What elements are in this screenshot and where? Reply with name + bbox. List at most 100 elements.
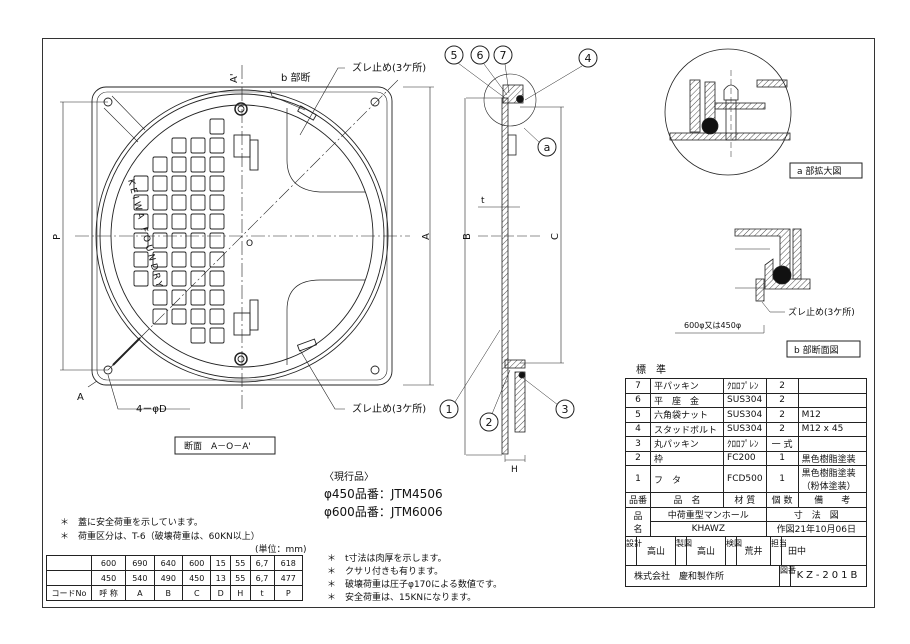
- charge-label: 担当: [771, 536, 787, 565]
- note-right: ＊ t寸法は肉厚を示します。: [327, 554, 447, 564]
- grate-cell: [133, 270, 149, 287]
- detail-a-title: a 部拡大図: [797, 165, 841, 177]
- balloon-circle: [479, 412, 499, 432]
- parts-cell: 黒色樹脂塗装: [797, 450, 868, 466]
- dims-header-cell: C: [182, 585, 212, 601]
- detail-b-view: [675, 228, 811, 334]
- parts-cell: FC200: [723, 450, 767, 466]
- section-title: 断面 A－O－A': [184, 440, 251, 452]
- dims-header-cell: B: [153, 585, 184, 601]
- grate-cell: [209, 118, 225, 135]
- grate-cell: [152, 194, 168, 211]
- grate-cell: [152, 175, 168, 192]
- parts-header-cell: 品番: [624, 492, 652, 508]
- person-in-charge: 田中: [788, 547, 807, 557]
- grate-cell: [209, 137, 225, 154]
- grate-cell: [171, 194, 187, 211]
- dims-header-cell: P: [273, 585, 303, 601]
- parts-cell: SUS304: [723, 392, 767, 408]
- company-name: 株式会社 慶和製作所: [626, 565, 780, 586]
- parts-cell: 丸パッキン: [650, 436, 725, 452]
- parts-cell: 1: [765, 465, 799, 493]
- dims-header-cell: A: [125, 585, 155, 601]
- note-left: ＊ 荷重区分は、T-6（破壊荷重は、60KN以上）: [60, 532, 260, 542]
- detail-a-view: [664, 48, 792, 176]
- current-product-450: φ450品番：JTM4506: [324, 487, 443, 501]
- slip-stop-detail-label: ズレ止め(3ケ所): [788, 306, 855, 318]
- detail-a-title-box: [789, 162, 863, 179]
- grate-cell: [133, 194, 149, 211]
- dims-cell: 15: [210, 555, 231, 571]
- grate-cell: [190, 289, 206, 306]
- grate-cell: [209, 213, 225, 230]
- balloon-circle: [444, 45, 464, 65]
- parts-heading: 標 準: [636, 365, 666, 376]
- drawing-date: 作図21年10月06日: [765, 521, 868, 537]
- parts-cell: 黒色樹脂塗装 （粉体塗装）: [797, 465, 868, 493]
- parts-cell: 2: [765, 378, 799, 394]
- grate-cell: [190, 156, 206, 173]
- parts-cell: [797, 378, 868, 394]
- dims-cell: 6,7: [249, 555, 275, 571]
- name-label: 品名: [624, 506, 652, 537]
- dims-cell: 55: [229, 570, 251, 586]
- parts-cell: 2: [624, 450, 652, 466]
- parts-cell: 六角袋ナット: [650, 407, 725, 423]
- dim-b-label: B: [462, 233, 473, 240]
- detail-b-title: b 部断面図: [794, 344, 839, 356]
- b-section-label: b 部断: [281, 71, 311, 84]
- dims-cell: [46, 570, 92, 586]
- grate-cell: [133, 213, 149, 230]
- dims-cell: 600: [182, 555, 212, 571]
- grate-cell: [133, 232, 149, 249]
- current-product-600: φ600品番：JTM6006: [324, 505, 443, 519]
- holes-label: 4－φD: [136, 404, 167, 415]
- parts-cell: [797, 436, 868, 452]
- balloon-circle: [537, 137, 557, 157]
- parts-cell: 7: [624, 378, 652, 394]
- slip-stop-label-bottom: ズレ止め(3ケ所): [352, 402, 426, 415]
- parts-cell: 平 座 金: [650, 392, 725, 408]
- balloon-label: 2: [486, 416, 493, 429]
- dims-cell: 490: [153, 570, 184, 586]
- drafter: 高山: [687, 536, 726, 565]
- dims-cell: 477: [273, 570, 303, 586]
- balloon-circle: [555, 399, 575, 419]
- parts-header-cell: 材 質: [723, 492, 767, 508]
- dim-a-label: A: [421, 233, 432, 240]
- grate-pattern: [133, 118, 225, 344]
- parts-cell: 5: [624, 407, 652, 423]
- dims-cell: 450: [90, 570, 127, 586]
- grate-cell: [171, 308, 187, 325]
- grate-cell: [209, 232, 225, 249]
- dims-cell: 6,7: [249, 570, 275, 586]
- balloon-circle: [470, 45, 490, 65]
- bolt-top: [234, 102, 248, 116]
- unit-label: (単位：mm): [255, 545, 307, 555]
- drawing-frame: [42, 38, 875, 608]
- balloon-label: a: [544, 141, 551, 154]
- grate-cell: [171, 270, 187, 287]
- grate-cell: [152, 251, 168, 268]
- balloon-label: 4: [585, 52, 592, 65]
- dims-header-cell: 呼 称: [90, 585, 127, 601]
- balloon-label: 6: [477, 49, 484, 62]
- parts-header-row: 品番品 名材 質個 数備 考: [624, 492, 868, 508]
- grate-cell: [171, 137, 187, 154]
- balloon-label: 5: [451, 49, 458, 62]
- dims-header-cell: D: [210, 585, 231, 601]
- model: KHAWZ: [650, 521, 767, 537]
- dims-cell: 450: [182, 570, 212, 586]
- parts-cell: 4: [624, 421, 652, 437]
- grate-cell: [190, 308, 206, 325]
- dim-h-label: H: [511, 465, 518, 475]
- grate-cell: [152, 232, 168, 249]
- parts-cell: 2: [765, 392, 799, 408]
- parts-cell: FCD500: [723, 465, 767, 493]
- note-right: ＊ クサリ付きも有ります。: [327, 567, 444, 577]
